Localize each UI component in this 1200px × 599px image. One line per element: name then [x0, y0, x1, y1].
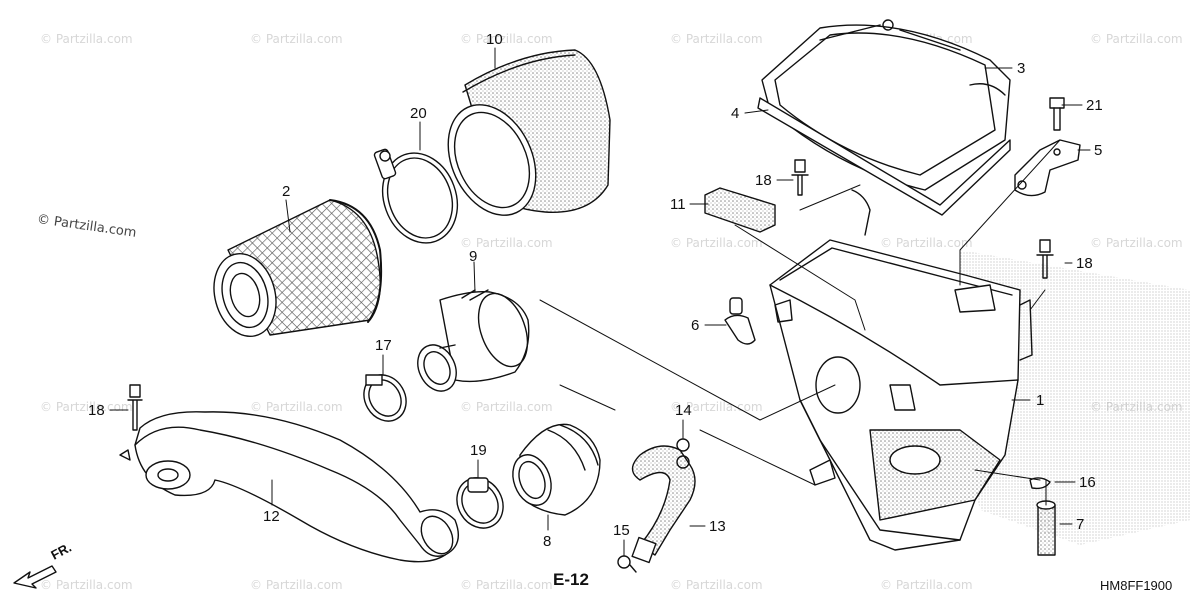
part-19-band [456, 477, 504, 529]
callout-15: 15 [613, 522, 630, 539]
reference-e12: E-12 [553, 570, 589, 589]
callout-6: 6 [691, 317, 699, 334]
part-1-air-cleaner-case [769, 189, 1033, 551]
callout-21: 21 [1086, 97, 1103, 114]
callout-17: 17 [375, 337, 392, 354]
callout-leaders [109, 47, 1091, 557]
callout-16: 16 [1079, 474, 1096, 491]
diagram-code: HM8FF1900 [1100, 578, 1172, 593]
watermark: © Partzilla.com [670, 236, 763, 250]
part-20-band [373, 148, 459, 244]
part-18-push-rivet [1036, 239, 1054, 279]
callout-4: 4 [731, 105, 739, 122]
part-13-breather-tube [631, 445, 696, 564]
callout-8: 8 [543, 533, 551, 550]
callout-9: 9 [469, 248, 477, 265]
part-18-push-rivet [791, 159, 809, 196]
part-17-band [363, 374, 407, 422]
watermark: © Partzilla.com [880, 236, 973, 250]
part-6-clamp [724, 297, 756, 345]
watermark: © Partzilla.com [40, 400, 133, 414]
watermark: © Partzilla.com [1090, 32, 1183, 46]
part-9-connecting-boot [417, 289, 530, 392]
watermark: © Partzilla.com [250, 32, 343, 46]
callout-1: 1 [1036, 392, 1044, 409]
callout-12: 12 [263, 508, 280, 525]
part-15-hose-clip [617, 555, 637, 573]
callout-18: 18 [1076, 255, 1093, 272]
watermark: © Partzilla.com [460, 400, 553, 414]
callout-11: 11 [670, 196, 686, 213]
part-21-bolt [1049, 97, 1065, 131]
callout-18: 18 [755, 172, 772, 189]
watermark: © Partzilla.com [460, 578, 553, 592]
watermark: © Partzilla.com [250, 400, 343, 414]
watermark: © Partzilla.com [250, 578, 343, 592]
assembly-lines [539, 139, 1061, 506]
callout-3: 3 [1017, 60, 1025, 77]
part-12-intake-duct [119, 411, 459, 563]
part-10-pre-filter [447, 49, 611, 216]
callout-20: 20 [410, 105, 427, 122]
callout-18: 18 [88, 402, 105, 419]
callout-7: 7 [1076, 516, 1084, 533]
front-label: FR. [48, 540, 74, 563]
watermark: © Partzilla.com [460, 32, 553, 46]
callout-2: 2 [282, 183, 290, 200]
watermark: © Partzilla.com [460, 236, 553, 250]
part-4-cover-seal [757, 97, 1011, 216]
callout-10: 10 [486, 31, 503, 48]
callout-19: 19 [470, 442, 487, 459]
part-3-air-cleaner-case-cover [761, 19, 1011, 191]
watermark: © Partzilla.com [670, 400, 763, 414]
part-8-connecting-tube [512, 423, 601, 516]
watermark: © Partzilla.com [670, 578, 763, 592]
watermark: © Partzilla.com [880, 578, 973, 592]
callout-5: 5 [1094, 142, 1102, 159]
part-2-air-cleaner-element [213, 199, 383, 338]
part-14-hose-clip [676, 438, 690, 469]
watermark: © Partzilla.com [670, 32, 763, 46]
part-16-tube-clip [1029, 477, 1051, 490]
arrow-front-icon: FR. [13, 540, 74, 589]
watermark: © Partzilla.com [40, 32, 133, 46]
watermark: © Partzilla.com [1090, 236, 1183, 250]
part-11-foam-pad [704, 187, 776, 233]
callout-14: 14 [675, 402, 692, 419]
part-5-bracket [1014, 139, 1081, 197]
watermark: © Partzilla.com [40, 578, 133, 592]
part-7-drain-plug [1036, 500, 1056, 556]
callout-13: 13 [709, 518, 726, 535]
part-18-push-rivet [127, 384, 143, 431]
callout-labels: 1 2 3 4 5 6 7 8 9 10 11 12 13 14 15 16 1… [88, 31, 1172, 593]
